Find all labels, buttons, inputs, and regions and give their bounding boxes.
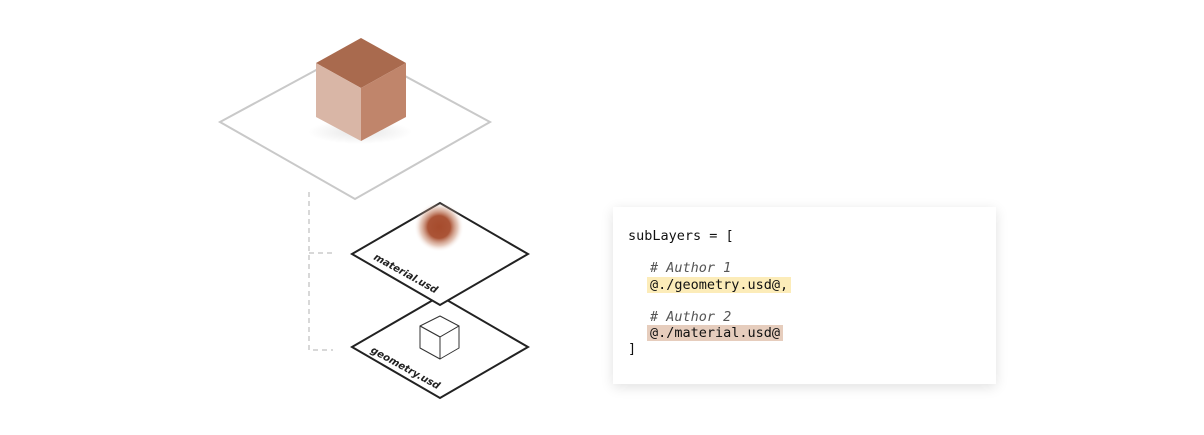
material-ball-icon — [414, 202, 464, 252]
code-path-geometry: @./geometry.usd@, — [647, 276, 792, 293]
geometry-layer: geometry.usd — [350, 294, 530, 400]
wireframe-cube-icon — [419, 315, 460, 360]
cube-right-face — [361, 63, 406, 141]
material-layer: material.usd — [350, 201, 530, 307]
sublayers-code-card: subLayers = [ # Author 1 @./geometry.usd… — [613, 207, 996, 384]
cube-left-face — [316, 63, 361, 141]
code-comment-author-2: # Author 2 — [650, 308, 732, 325]
code-closing-line: ] — [628, 341, 637, 358]
code-opening-line: subLayers = [ — [628, 228, 734, 244]
layer-connector-lines — [308, 192, 333, 351]
code-comment-author-1: # Author 1 — [650, 260, 732, 277]
composed-cube-icon — [308, 38, 412, 144]
code-path-material: @./material.usd@ — [647, 325, 784, 342]
